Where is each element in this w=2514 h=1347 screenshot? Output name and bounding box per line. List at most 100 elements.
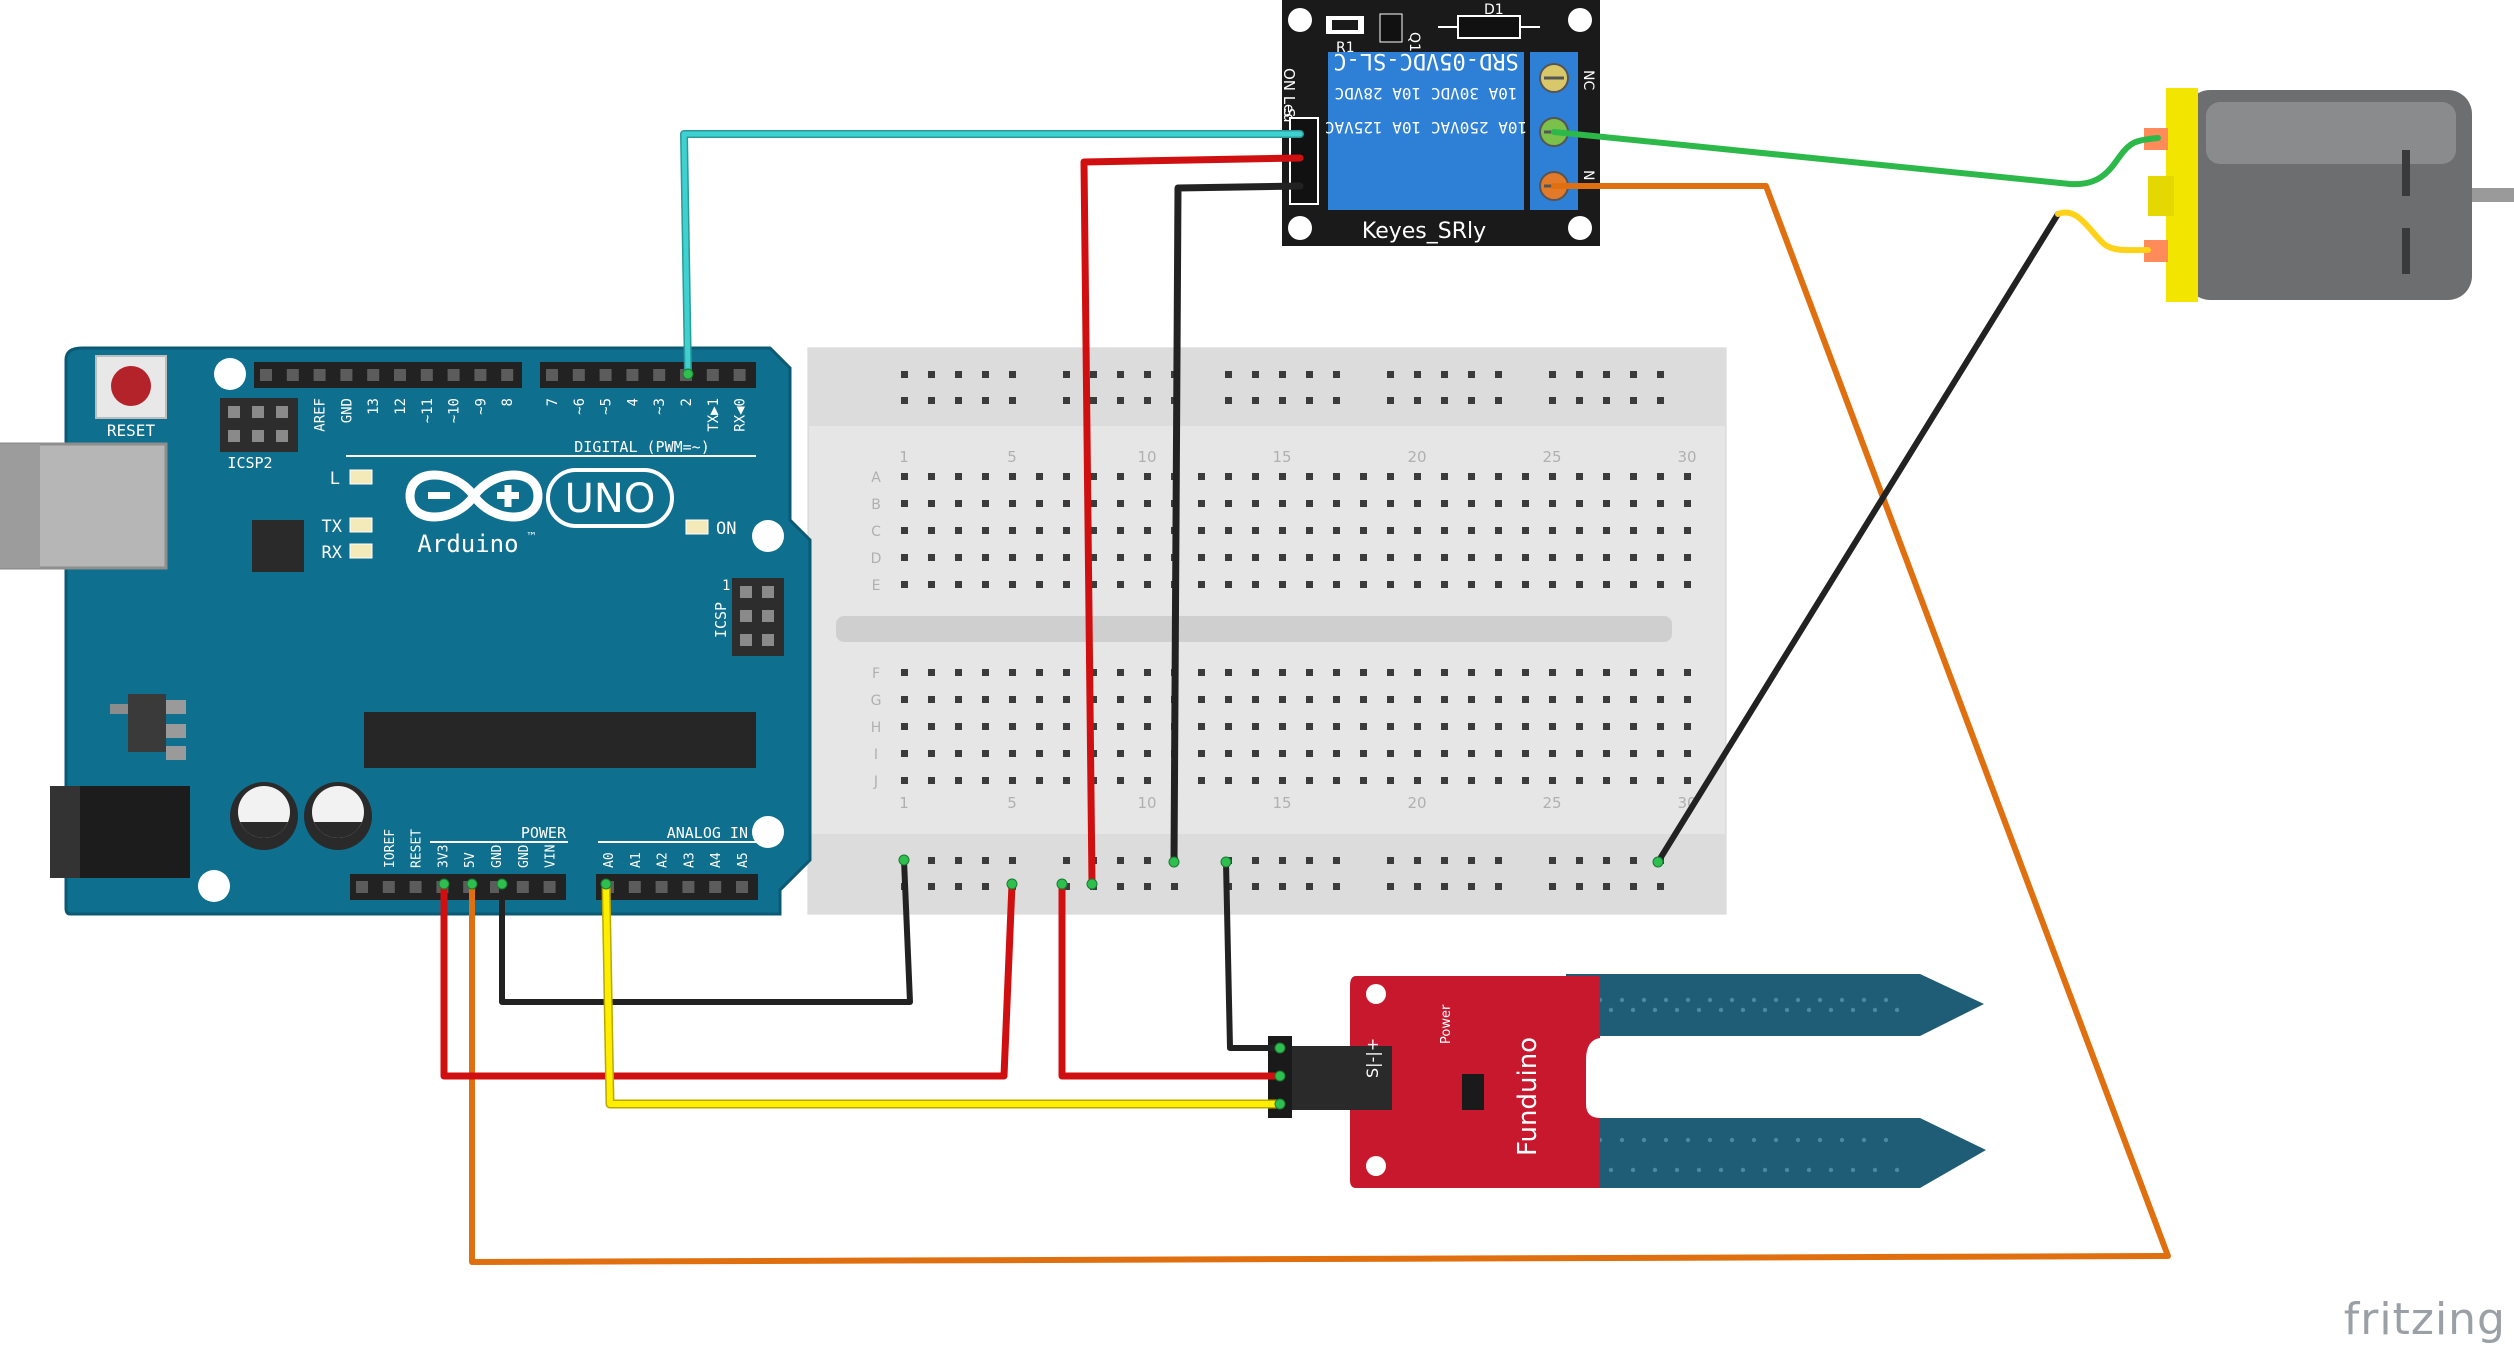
breadboard-hole <box>928 527 935 534</box>
breadboard-hole <box>982 750 989 757</box>
breadboard-hole <box>928 750 935 757</box>
relay-spec-line: 10A 30VDC 10A 28VDC <box>1334 84 1517 103</box>
breadboard-hole <box>928 777 935 784</box>
wire-end <box>438 878 450 890</box>
rail-hole <box>1387 857 1394 864</box>
breadboard-hole <box>1090 581 1097 588</box>
breadboard-hole <box>1495 777 1502 784</box>
breadboard-hole <box>1117 581 1124 588</box>
uno-badge <box>546 468 674 528</box>
breadboard-hole <box>1630 581 1637 588</box>
breadboard-hole <box>1117 554 1124 561</box>
power-jack-front <box>50 786 80 878</box>
column-number: 5 <box>1007 448 1017 466</box>
breadboard-hole <box>1576 696 1583 703</box>
breadboard-hole <box>1252 669 1259 676</box>
breadboard-hole <box>1225 527 1232 534</box>
breadboard-hole <box>1495 696 1502 703</box>
rail-hole <box>1279 371 1286 378</box>
icsp2-pin <box>228 406 240 418</box>
breadboard-hole <box>1063 554 1070 561</box>
digital-pin <box>420 369 433 381</box>
breadboard-hole <box>1684 723 1691 730</box>
digital-pin-label: ~5 <box>599 398 615 415</box>
wire-sensor-gnd <box>1223 859 1283 1051</box>
breadboard-hole <box>1144 527 1151 534</box>
digital-title: DIGITAL (PWM=~) <box>574 438 709 456</box>
icsp-pins <box>740 586 774 646</box>
breadboard-hole <box>1603 473 1610 480</box>
no-label: N <box>1580 170 1596 180</box>
breadboard-hole <box>1549 723 1556 730</box>
breadboard-hole <box>1549 777 1556 784</box>
digital-pin <box>706 369 719 381</box>
capacitor-mark <box>240 822 288 838</box>
arduino-logo: UNO Arduino ™ <box>405 468 674 558</box>
breadboard-hole <box>1036 473 1043 480</box>
rail-hole <box>1225 371 1232 378</box>
fritzing-watermark: fritzing <box>2343 1294 2506 1345</box>
relay-mount-hole <box>1288 8 1312 32</box>
icsp-pin <box>762 586 774 598</box>
rail-hole <box>1090 371 1097 378</box>
probe-dot <box>1685 997 1691 1003</box>
breadboard-hole <box>1630 527 1637 534</box>
breadboard-hole <box>1333 750 1340 757</box>
icsp-pin <box>762 634 774 646</box>
breadboard-hole <box>1009 696 1016 703</box>
breadboard-hole <box>1441 554 1448 561</box>
breadboard-hole <box>1468 554 1475 561</box>
breadboard-hole <box>1252 554 1259 561</box>
breadboard-hole <box>1360 696 1367 703</box>
probe-dot <box>1784 1007 1790 1013</box>
breadboard-center-channel <box>836 616 1672 642</box>
breadboard-hole <box>1036 581 1043 588</box>
probe-dot <box>1696 1167 1702 1173</box>
probe-dot <box>1861 997 1867 1003</box>
rail-hole <box>1279 883 1286 890</box>
breadboard-hole <box>1009 554 1016 561</box>
breadboard-hole <box>982 581 989 588</box>
usb-port-shade <box>0 444 40 568</box>
led-on-label: ON <box>716 519 736 539</box>
breadboard-hole <box>1441 750 1448 757</box>
breadboard-hole <box>1117 473 1124 480</box>
analog-pin-label: A4 <box>709 852 724 868</box>
reset-button-cap[interactable] <box>111 366 151 406</box>
probe-dot <box>1795 997 1801 1003</box>
breadboard-hole <box>1684 581 1691 588</box>
breadboard-hole <box>1657 777 1664 784</box>
breadboard-hole <box>1252 473 1259 480</box>
breadboard-hole <box>1117 750 1124 757</box>
breadboard-hole <box>1684 527 1691 534</box>
digital-pin-label: ~9 <box>473 398 489 415</box>
breadboard-hole <box>1252 750 1259 757</box>
arduino-board <box>64 346 812 916</box>
breadboard-hole <box>1495 473 1502 480</box>
breadboard-hole <box>1576 777 1583 784</box>
breadboard-hole <box>1198 581 1205 588</box>
breadboard-hole <box>955 669 962 676</box>
digital-header-right <box>540 362 756 388</box>
probe-dot <box>1839 997 1845 1003</box>
power-pin-label: GND <box>490 844 505 868</box>
digital-pin-label: 8 <box>500 398 516 406</box>
row-letter: A <box>871 470 881 486</box>
rail-hole <box>1630 857 1637 864</box>
breadboard-hole <box>1252 500 1259 507</box>
breadboard-hole <box>1576 500 1583 507</box>
wire-end <box>1652 856 1664 868</box>
breadboard-hole <box>1414 554 1421 561</box>
breadboard-hole <box>1144 554 1151 561</box>
breadboard-hole <box>1522 554 1529 561</box>
breadboard-hole <box>1522 669 1529 676</box>
rail-hole <box>1468 857 1475 864</box>
breadboard-hole <box>1387 473 1394 480</box>
power-pin-label: RESET <box>410 829 425 868</box>
relay-mount-hole <box>1568 216 1592 240</box>
breadboard-hole <box>1684 777 1691 784</box>
probe-dot <box>1894 1167 1900 1173</box>
breadboard-hole <box>1279 527 1286 534</box>
rail-hole <box>1441 397 1448 404</box>
